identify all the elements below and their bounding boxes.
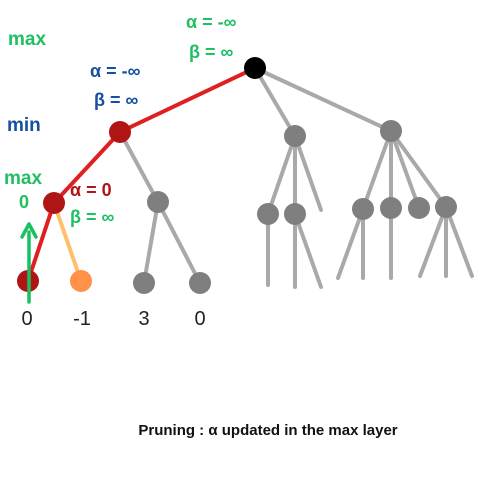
max-node	[435, 196, 457, 218]
layer-label-max-top: max	[8, 29, 47, 50]
min-node-b	[284, 125, 306, 147]
edge	[293, 212, 323, 289]
min-node-beta: β = ∞	[94, 90, 139, 110]
nodes	[17, 57, 457, 294]
min-node-alpha: α = -∞	[90, 61, 141, 81]
layer-label-max-bottom: max	[4, 168, 43, 189]
max-node	[352, 198, 374, 220]
edge	[418, 205, 448, 278]
caption: Pruning : α updated in the max layer	[138, 422, 398, 439]
root-alpha: α = -∞	[186, 12, 237, 32]
max-node	[257, 203, 279, 225]
edge	[361, 129, 393, 211]
edge	[266, 134, 297, 216]
edge-root-to-min	[118, 66, 257, 134]
edge	[444, 205, 474, 278]
min-node-c	[380, 120, 402, 142]
leaf-value-3: 3	[138, 308, 150, 330]
edge-max-to-leaf	[26, 201, 56, 283]
edge	[389, 129, 421, 210]
leaf-value-4: 0	[194, 308, 206, 330]
max-node-beta: β = ∞	[70, 207, 115, 227]
root-node	[244, 57, 266, 79]
edge-min-to-max	[52, 130, 122, 205]
edge-min-to-max2	[118, 130, 160, 204]
max-node-value: 0	[19, 192, 30, 212]
leaf-node-4	[189, 272, 211, 294]
leaf-value-2: -1	[73, 308, 91, 330]
active-path	[26, 66, 257, 283]
edge	[389, 129, 448, 209]
root-beta: β = ∞	[189, 42, 234, 62]
visited-edge	[52, 201, 83, 283]
max-node	[380, 197, 402, 219]
layer-label-min: min	[7, 115, 41, 136]
active-min-node	[109, 121, 131, 143]
leaf-node-2	[70, 270, 92, 292]
edge	[142, 200, 160, 285]
max-node	[284, 203, 306, 225]
max-node-alpha: α = 0	[70, 180, 112, 200]
active-max-node	[43, 192, 65, 214]
leaf-node-3	[133, 272, 155, 294]
inactive-edges	[118, 66, 474, 289]
max-node	[408, 197, 430, 219]
arrow-up-icon	[20, 222, 38, 304]
edge	[336, 207, 365, 280]
edge	[156, 200, 202, 285]
leaf-value-1: 0	[21, 308, 33, 330]
edge-root-c	[253, 66, 393, 133]
edge	[293, 134, 323, 212]
max-node-second	[147, 191, 169, 213]
edge-root-b	[253, 66, 297, 138]
